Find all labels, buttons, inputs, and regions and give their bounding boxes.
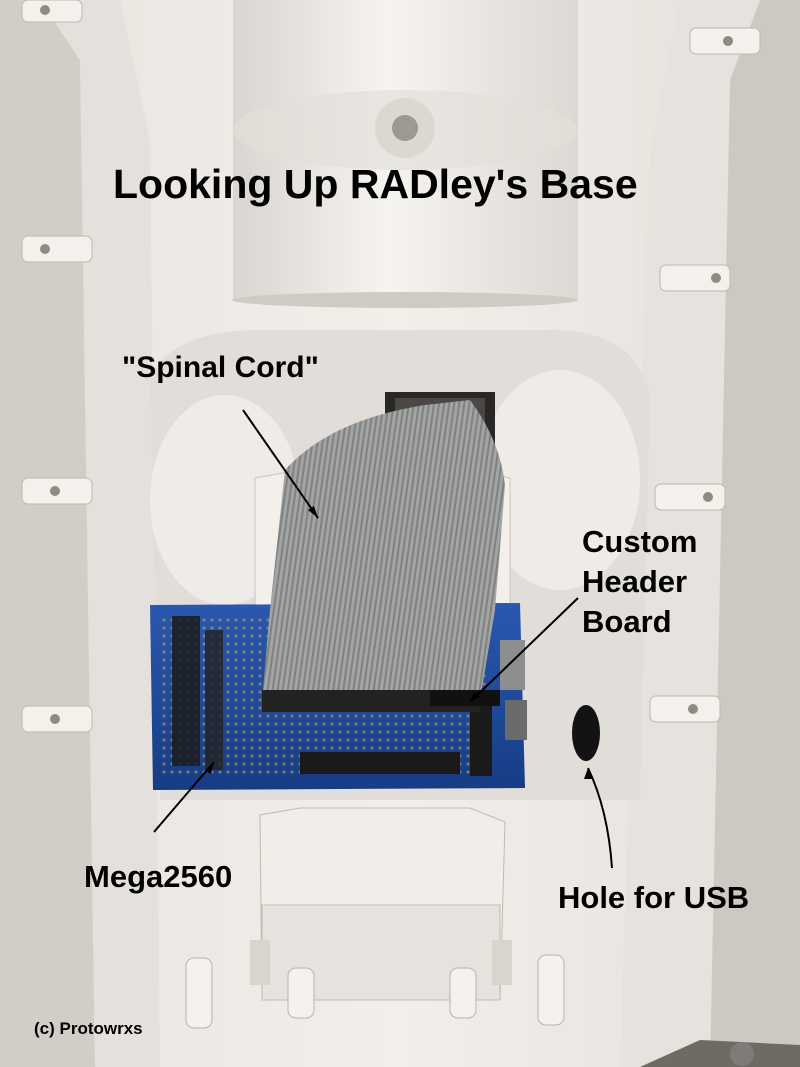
usb-hole-label: Hole for USB (558, 880, 750, 915)
mega-arrow (153, 761, 215, 833)
custom-header-board-label: Custom Header Board (582, 522, 697, 642)
custom-header-board-line: Board (582, 604, 672, 639)
mega2560-label: Mega2560 (84, 859, 233, 894)
custom-header-board-line: Custom (582, 524, 698, 559)
usb-arrow (587, 767, 613, 869)
photo-title: Looking Up RADley's Base (113, 161, 638, 207)
copyright-notice: (c) Protowrxs (34, 1019, 143, 1038)
spinal-cord-label: "Spinal Cord" (122, 351, 319, 384)
spinal-cord-arrow (242, 409, 319, 519)
custom-header-board-line: Header (582, 564, 688, 599)
custom-header-arrow (469, 597, 579, 703)
